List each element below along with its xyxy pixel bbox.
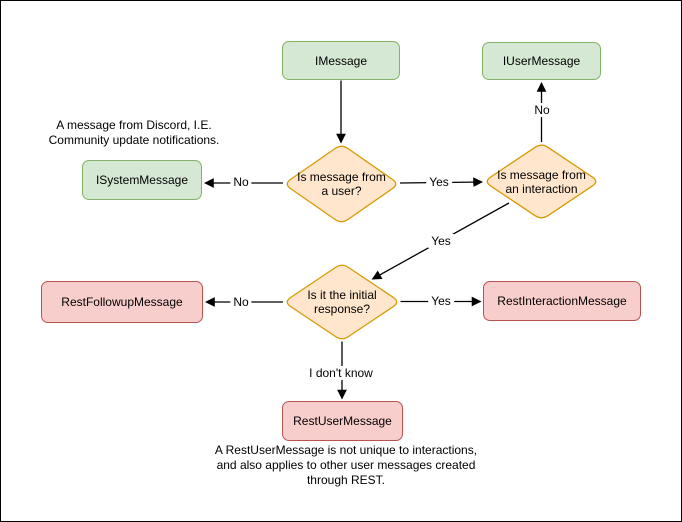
node-restinteractionmessage: RestInteractionMessage (483, 281, 641, 321)
note-system-message: A message from Discord, I.E. Community u… (48, 118, 220, 147)
edge-label-from-interaction-yes: Yes (428, 234, 454, 248)
node-iusermessage-label: IUserMessage (502, 54, 581, 68)
edge-label-initial-response-yes: Yes (428, 294, 454, 308)
node-isystemmessage-label: ISystemMessage (95, 173, 189, 187)
decision-diamond-initial-response (286, 264, 398, 340)
node-iusermessage: IUserMessage (482, 42, 601, 80)
node-imessage: IMessage (282, 41, 400, 80)
node-restinteractionmessage-label: RestInteractionMessage (497, 294, 627, 308)
node-imessage-label: IMessage (314, 53, 368, 68)
node-restfollowupmessage: RestFollowupMessage (41, 281, 203, 323)
edge-label-from-user-yes: Yes (426, 175, 452, 189)
edge-label-initial-response-no: No (230, 295, 252, 309)
node-restusermessage-label: RestUserMessage (293, 414, 392, 428)
decision-diamond-from-interaction (486, 144, 597, 219)
note-rest-user-message: A RestUserMessage is not unique to inter… (214, 443, 478, 487)
decision-diamond-from-user (286, 145, 397, 223)
edge-label-i-dont-know: I don't know (306, 366, 376, 380)
node-isystemmessage: ISystemMessage (82, 160, 202, 200)
node-restusermessage: RestUserMessage (282, 401, 403, 441)
edge-label-from-user-no: No (230, 175, 252, 189)
edge-label-from-interaction-no: No (531, 103, 553, 117)
node-restfollowupmessage-label: RestFollowupMessage (61, 295, 183, 309)
